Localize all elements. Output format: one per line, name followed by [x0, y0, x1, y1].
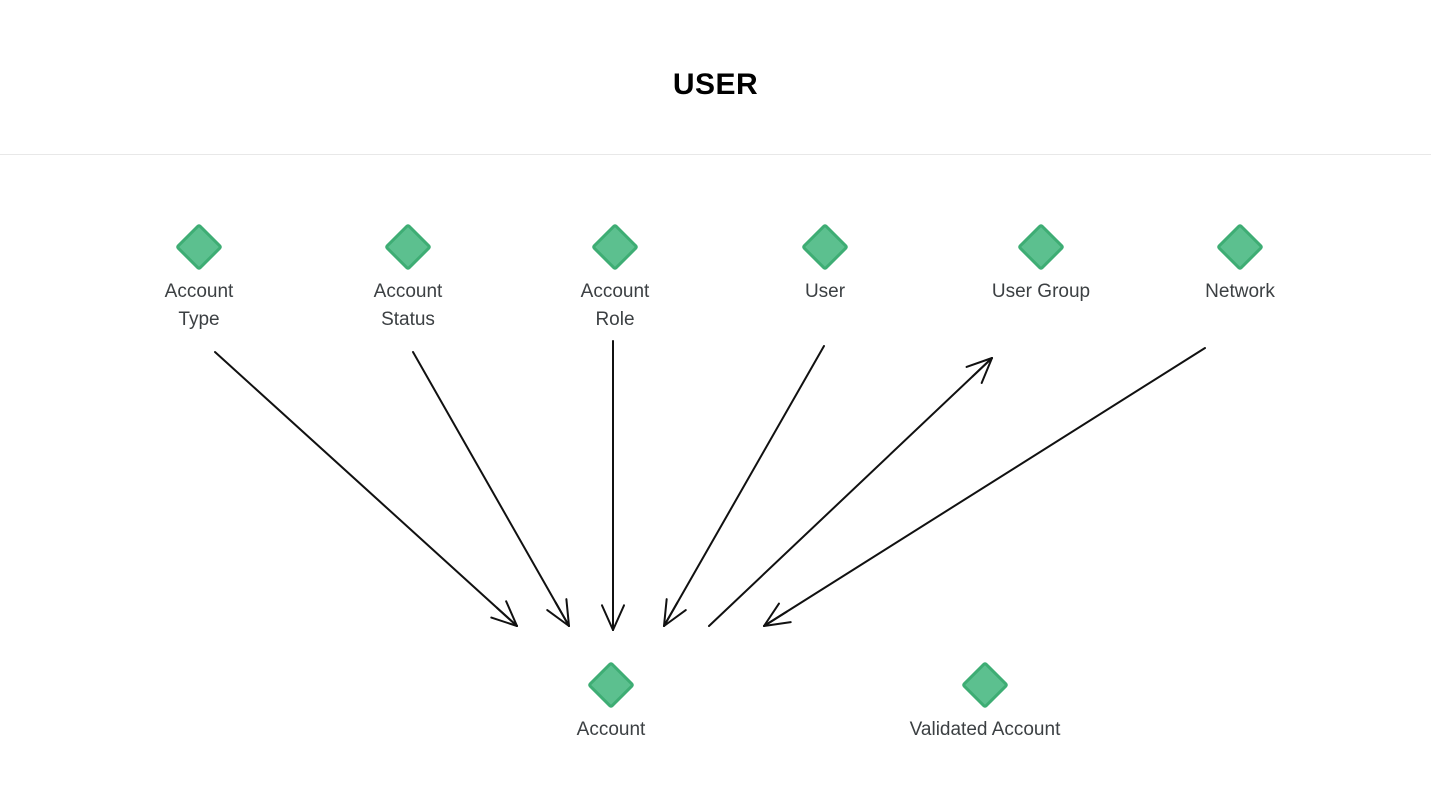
edge-line — [763, 347, 1206, 627]
crowsfoot-prong-0 — [663, 598, 668, 627]
diamond-icon — [1016, 222, 1066, 272]
node-account-role[interactable]: Account Role — [525, 222, 705, 334]
crowsfoot-prong-1 — [763, 610, 788, 627]
page-header: USER — [0, 0, 1431, 155]
edge-edge-network-account — [763, 347, 1206, 627]
node-user-group[interactable]: User Group — [951, 222, 1131, 306]
crowsfoot-prong-2 — [965, 357, 993, 368]
edge-line — [412, 351, 570, 627]
edge-edge-account-status-account — [412, 351, 570, 627]
crowsfoot-prong-2 — [505, 600, 518, 627]
node-user[interactable]: User — [735, 222, 915, 306]
crowsfoot-prong-1 — [663, 601, 679, 627]
node-label: User Group — [991, 281, 1091, 302]
node-validated-account[interactable]: Validated Account — [895, 660, 1075, 744]
crowsfoot-prong-0 — [980, 357, 993, 384]
edge-edge-account-type-account — [214, 351, 518, 627]
node-label: Account Status — [373, 281, 443, 330]
node-label: Account — [576, 719, 646, 740]
node-label: Network — [1205, 281, 1275, 302]
diamond-icon — [586, 660, 636, 710]
edge-line — [663, 345, 825, 627]
crowsfoot-prong-1 — [554, 601, 570, 627]
crowsfoot-prong-1 — [971, 357, 993, 378]
edge-line — [214, 351, 518, 627]
crowsfoot-prong-2 — [565, 598, 570, 627]
diamond-icon — [383, 222, 433, 272]
crowsfoot-prong-2 — [612, 604, 626, 631]
page-title: USER — [672, 68, 759, 101]
crowsfoot-prong-0 — [600, 604, 614, 631]
crowsfoot-prong-2 — [663, 609, 687, 627]
crowsfoot-prong-1 — [496, 606, 518, 627]
crowsfoot-prong-0 — [763, 602, 780, 627]
diamond-icon — [174, 222, 224, 272]
diamond-icon — [590, 222, 640, 272]
crowsfoot-prong-2 — [763, 621, 792, 627]
node-account-type[interactable]: Account Type — [109, 222, 289, 334]
edge-edge-user-account — [663, 345, 825, 627]
edge-line — [708, 357, 993, 627]
node-network[interactable]: Network — [1150, 222, 1330, 306]
crowsfoot-prong-0 — [490, 616, 518, 627]
crowsfoot-prong-0 — [546, 609, 570, 627]
diamond-icon — [1215, 222, 1265, 272]
diamond-icon — [960, 660, 1010, 710]
node-account-status[interactable]: Account Status — [318, 222, 498, 334]
edge-edge-account-role-account — [600, 340, 626, 631]
diamond-icon — [800, 222, 850, 272]
node-label: User — [804, 281, 846, 302]
node-label: Validated Account — [909, 719, 1061, 740]
edge-edge-user-group-account — [708, 357, 993, 627]
node-label: Account Role — [580, 281, 650, 330]
node-label: Account Type — [164, 281, 234, 330]
node-account[interactable]: Account — [521, 660, 701, 744]
diagram-canvas[interactable]: Account Type Account Status Account Role Us… — [0, 156, 1431, 810]
